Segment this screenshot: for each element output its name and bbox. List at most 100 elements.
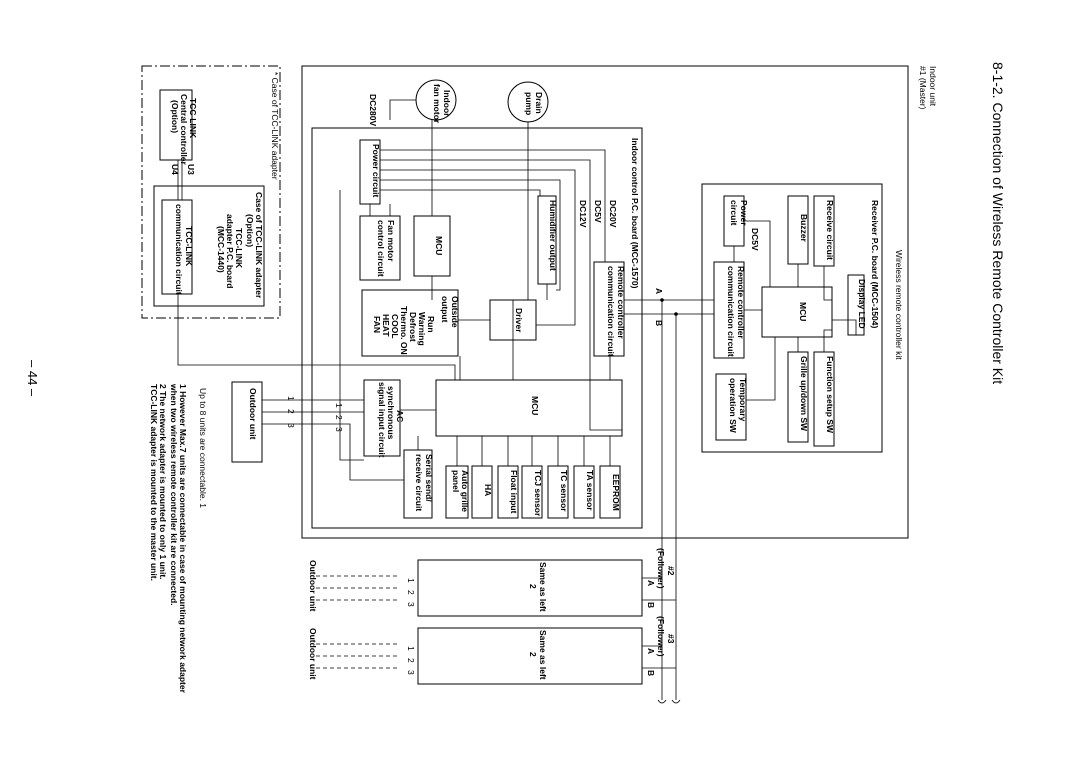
outdoor-term-3: 3 [286, 423, 296, 428]
serial-label-2: receive circuit [414, 454, 424, 511]
dc280v-label: DC280V [368, 94, 378, 126]
outside-output-box [361, 289, 459, 357]
follower-3-bus-wires [642, 645, 676, 669]
u3-label: U3 [186, 164, 196, 175]
follower-2-t3: 3 [406, 602, 416, 607]
tcj-sensor-label: TCJ sensor [533, 470, 543, 517]
tcc-adapter-case-1: Case of TCC-LINK adapter [254, 192, 264, 299]
follower-2-same-2: 2 [528, 584, 538, 589]
outside-output-labels: Outside output Run Warning Defrost Therm… [372, 296, 460, 355]
indoor-mcu-main-label: MCU [530, 396, 540, 415]
ac-sync-label-1: AC [395, 410, 405, 422]
board-terminal-3: 3 [334, 427, 344, 432]
auto-grille-label-1: Auto grille [460, 470, 470, 512]
wireless-kit-label: Wireless remote controller kit [894, 250, 904, 360]
tcc-link-dashed-area [141, 65, 281, 319]
note-line-4: 2 The network adapter is mounted to only… [158, 384, 168, 580]
outdoor-wires [262, 399, 320, 425]
indoor-board-label: Indoor control P.C. board (MCC-1570) [630, 138, 640, 289]
outside-output-line-7: COOL [390, 314, 400, 339]
serial-box [403, 449, 433, 519]
outdoor-unit-box [231, 381, 263, 463]
humidifier-label: Humidifier output [548, 200, 558, 271]
tcc-adapter-frame [153, 185, 265, 307]
indoor-remote-comm-box [593, 261, 625, 357]
ac-sync-box [363, 379, 401, 457]
outside-output-line-2: output [440, 296, 450, 323]
follower-3-a: A [646, 648, 656, 654]
eeprom-label: EEPROM [611, 474, 621, 511]
note-line-3: when two wireless remote controller kit … [169, 383, 179, 606]
tcc-adapter-board-3: (MCC-1440) [216, 226, 226, 273]
dc5v-label: DC5V [593, 200, 603, 223]
drain-pump-label-1: Drain [534, 92, 544, 114]
outside-output-line-5: Defrost [408, 312, 418, 342]
tcc-central-label-1: TCC-LINK [188, 98, 198, 139]
u4-label: U4 [170, 164, 180, 175]
fan-motor-ctrl-label-1: Fan motor [386, 220, 396, 262]
grille-sw-label: Grille up/down SW [799, 356, 809, 432]
note-line-5: TCC-LINK adapter is mounted to the maste… [149, 384, 159, 581]
follower-2-outdoor-wires [316, 575, 400, 601]
indoor-unit-label-2: #1 (Master) [918, 66, 928, 110]
board-terminal-2: 2 [334, 415, 344, 420]
bus-a-label: A [654, 288, 664, 294]
tcc-comm-box [161, 199, 193, 295]
tcc-central-label-2: Central controller [179, 94, 189, 166]
tcc-adapter-board-1: TCC-LINK [234, 228, 244, 269]
follower-2-outdoor: Outdoor unit [308, 560, 318, 612]
follower-3-t1: 1 [406, 646, 416, 651]
outdoor-term-1: 1 [286, 396, 296, 401]
fan-motor-ctrl-box [359, 215, 401, 281]
follower-3-b: B [646, 670, 656, 676]
note-line-1: Up to 8 units are connectable. 1 [198, 388, 208, 508]
indoor-mcu-small-box [413, 215, 451, 277]
receiver-board-frame [701, 183, 883, 453]
indoor-board-wires [320, 99, 622, 481]
temp-op-sw-label-2: operation SW [728, 378, 738, 434]
fan-motor-ctrl-label-2: control circuit [376, 220, 386, 277]
indoor-board-frame [311, 127, 643, 529]
temp-op-sw-box [715, 373, 747, 441]
ac-sync-label-2: synchronous [386, 386, 396, 440]
receiver-mcu-box [761, 286, 833, 338]
auto-grille-label-2: panel [451, 470, 461, 492]
outdoor-unit-label: Outdoor unit [248, 388, 258, 440]
outside-output-line-1: Outside [450, 296, 460, 328]
follower-2-label-1: #2 [666, 566, 676, 576]
bus-break [657, 699, 681, 704]
note-line-2: 1 However Max.7 units are connectable in… [178, 384, 188, 694]
receiver-remote-comm-label-1: Remote controller [736, 266, 746, 339]
outside-output-line-8: HEAT [381, 314, 391, 337]
receiver-remote-comm-label-2: communication circuit [726, 266, 736, 357]
indoor-remote-comm-label-1: Remote controller [616, 266, 626, 339]
follower-2-a: A [646, 580, 656, 586]
ha-label: HA [483, 484, 493, 496]
receiver-dc5v-label: DC5V [750, 228, 760, 251]
follower-3-label-2: (Follower) [656, 616, 666, 657]
follower-2-t2: 2 [406, 590, 416, 595]
outside-output-line-4: Warning [417, 312, 427, 346]
indoor-remote-comm-label-2: communication circuit [606, 266, 616, 357]
bus-b-label: B [654, 320, 664, 326]
follower-2-same-1: Same as left [538, 562, 548, 612]
receiver-power-label-1: Power [739, 200, 749, 226]
indoor-mcu-main-box [435, 379, 623, 437]
receive-circuit-label: Receive circuit [825, 200, 835, 260]
follower-2-t1: 1 [406, 578, 416, 583]
follower-3-t2: 2 [406, 658, 416, 663]
display-led-label: Display LED [857, 279, 867, 329]
fan-motor-label-1: Indoor [442, 90, 452, 117]
tcc-comm-label-1: TCC-LINK [184, 226, 194, 267]
follower-3-box [417, 627, 643, 685]
receiver-power-label-2: circuit [729, 200, 739, 226]
tcc-wires [177, 160, 456, 380]
tcc-adapter-case-2: (Option) [245, 214, 255, 247]
follower-3-same-2: 2 [528, 652, 538, 657]
bus-b-node [674, 312, 678, 316]
follower-2-box [417, 559, 643, 617]
bus-a-node [660, 298, 664, 302]
follower-2-label-2: (Follower) [656, 548, 666, 589]
tcc-central-ctrl-box [159, 89, 193, 161]
float-input-label: Float input [509, 470, 519, 514]
